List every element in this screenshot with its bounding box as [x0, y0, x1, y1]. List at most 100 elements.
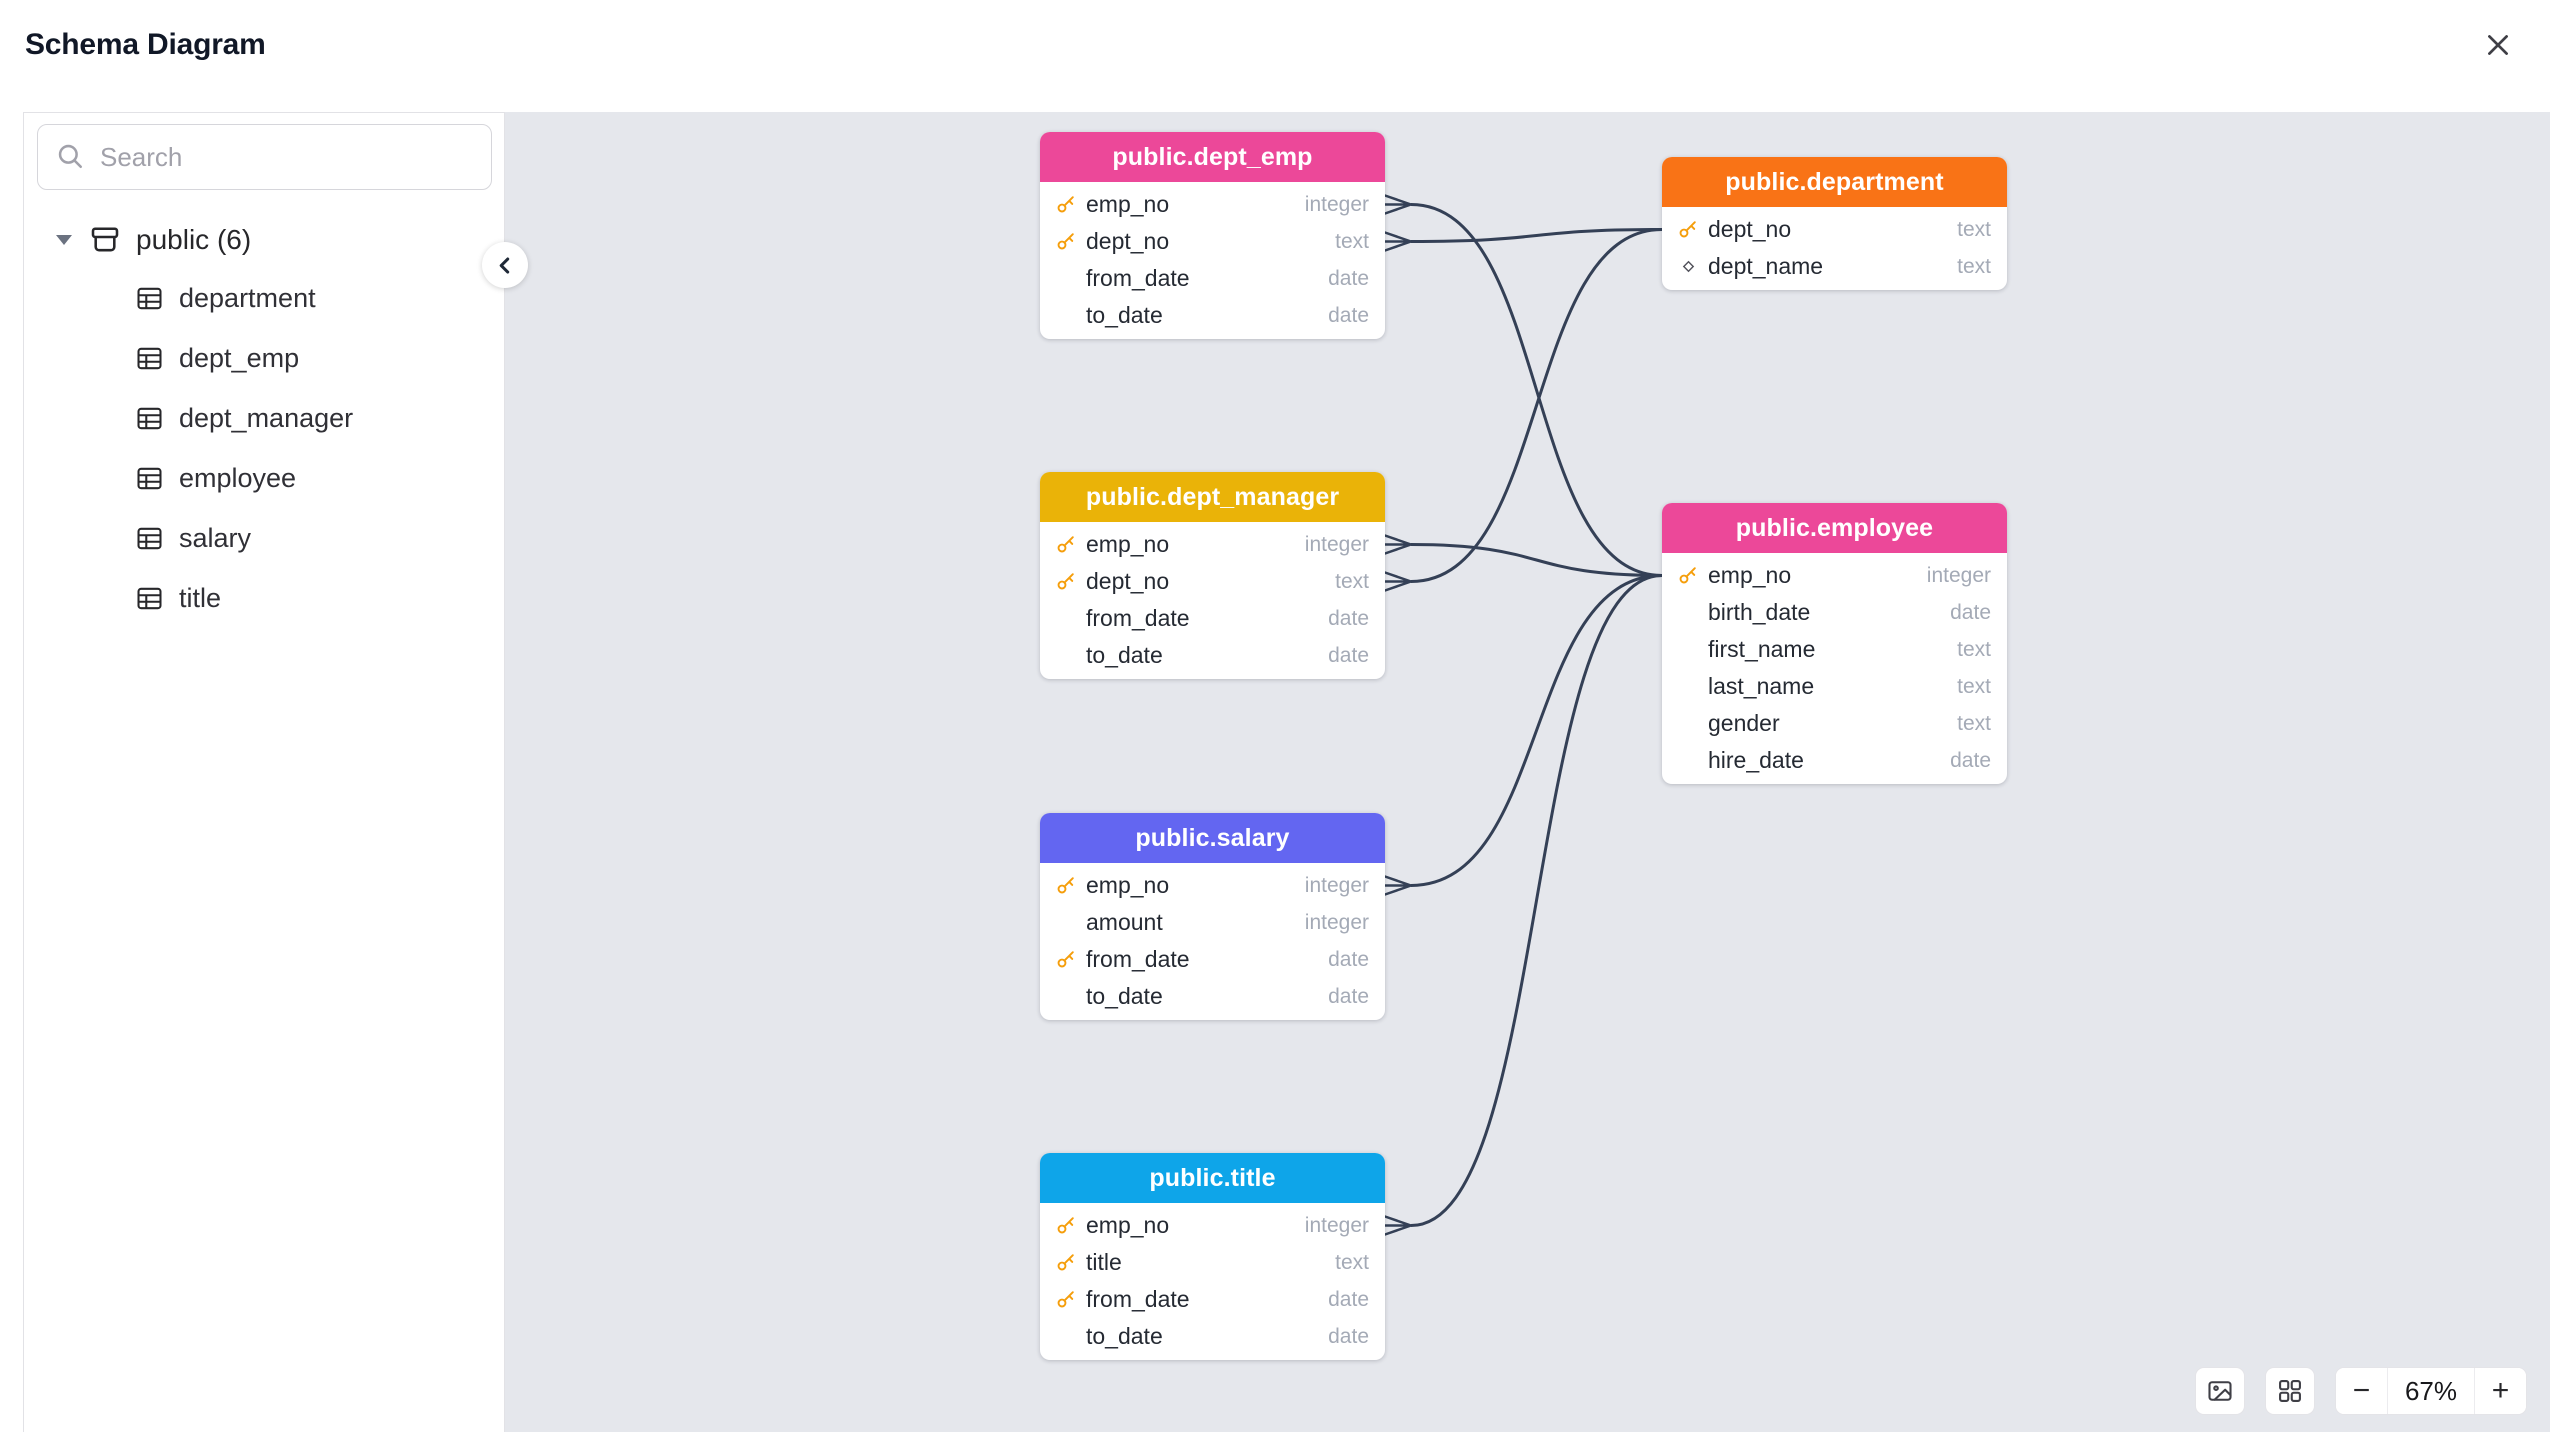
column-row-salary-to_date: to_date date	[1040, 978, 1385, 1015]
column-row-employee-emp_no: emp_no integer	[1662, 557, 2007, 594]
column-type: text	[1957, 637, 1991, 661]
schema-node-public[interactable]: public (6)	[24, 212, 504, 268]
table-node-dept_manager[interactable]: public.dept_manager emp_no integer dept_…	[1040, 472, 1385, 679]
column-row-employee-birth_date: birth_date date	[1662, 594, 2007, 631]
table-node-title: public.dept_emp	[1040, 132, 1385, 182]
table-node-dept_emp[interactable]: public.dept_emp emp_no integer dept_no t…	[1040, 132, 1385, 339]
table-node-title: public.dept_manager	[1040, 472, 1385, 522]
column-type: date	[1328, 947, 1369, 971]
column-name: from_date	[1086, 265, 1190, 291]
column-type: text	[1335, 1250, 1369, 1274]
schema-label: public (6)	[136, 224, 252, 255]
column-name: emp_no	[1086, 1212, 1170, 1238]
sidebar-item-dept_emp[interactable]: dept_emp	[24, 328, 504, 388]
column-name: dept_name	[1708, 253, 1824, 279]
column-row-dept_manager-dept_no: dept_no text	[1040, 563, 1385, 600]
table-icon	[137, 407, 162, 429]
table-node-title: public.salary	[1040, 813, 1385, 863]
column-name: title	[1086, 1249, 1122, 1275]
table-node-department[interactable]: public.department dept_no text dept_name…	[1662, 157, 2007, 290]
column-type: date	[1328, 643, 1369, 667]
column-row-salary-emp_no: emp_no integer	[1040, 867, 1385, 904]
column-type: date	[1328, 1324, 1369, 1348]
column-name: to_date	[1086, 1323, 1163, 1349]
column-name: last_name	[1708, 673, 1815, 699]
table-item-label: department	[179, 282, 316, 313]
table-icon	[137, 467, 162, 489]
column-type: integer	[1304, 873, 1369, 897]
column-name: to_date	[1086, 983, 1163, 1009]
primary-key-icon	[1057, 536, 1074, 553]
zoom-control: − 67% +	[2335, 1367, 2527, 1415]
sidebar-item-salary[interactable]: salary	[24, 508, 504, 568]
column-type: text	[1335, 569, 1369, 593]
column-row-title-title: title text	[1040, 1244, 1385, 1281]
table-icon	[137, 347, 162, 369]
sidebar-item-employee[interactable]: employee	[24, 448, 504, 508]
table-node-title: public.employee	[1662, 503, 2007, 553]
table-node-employee[interactable]: public.employee emp_no integer birth_dat…	[1662, 503, 2007, 784]
sidebar-item-dept_manager[interactable]: dept_manager	[24, 388, 504, 448]
table-icon	[137, 587, 162, 609]
column-name: gender	[1708, 710, 1780, 736]
column-name: birth_date	[1708, 599, 1811, 625]
column-type: date	[1328, 984, 1369, 1008]
table-item-label: salary	[179, 522, 252, 553]
column-type: text	[1957, 711, 1991, 735]
table-item-label: employee	[179, 462, 297, 493]
table-node-title[interactable]: public.title emp_no integer title text f…	[1040, 1153, 1385, 1360]
column-type: date	[1328, 1287, 1369, 1311]
column-type: integer	[1304, 532, 1369, 556]
primary-key-icon	[1057, 233, 1074, 250]
search-icon	[58, 144, 82, 169]
search-input[interactable]	[37, 124, 492, 190]
sidebar-item-department[interactable]: department	[24, 268, 504, 328]
column-type: integer	[1926, 563, 1991, 587]
column-row-dept_manager-to_date: to_date date	[1040, 637, 1385, 674]
column-name: first_name	[1708, 636, 1816, 662]
primary-key-icon	[1679, 221, 1696, 238]
column-name: dept_no	[1086, 568, 1170, 594]
close-button[interactable]	[2476, 23, 2520, 67]
grid-icon	[2279, 1380, 2301, 1402]
diagram-canvas[interactable]: public.dept_emp emp_no integer dept_no t…	[505, 112, 2550, 1432]
column-name: from_date	[1086, 1286, 1190, 1312]
zoom-level: 67%	[2387, 1368, 2475, 1414]
tables-sidebar: public (6) department dept_emp dept_mana…	[23, 112, 505, 1432]
column-name: from_date	[1086, 605, 1190, 631]
column-name: to_date	[1086, 642, 1163, 668]
column-row-department-dept_no: dept_no text	[1662, 211, 2007, 248]
column-name: to_date	[1086, 302, 1163, 328]
column-row-dept_emp-dept_no: dept_no text	[1040, 223, 1385, 260]
primary-key-icon	[1057, 196, 1074, 213]
column-row-title-to_date: to_date date	[1040, 1318, 1385, 1355]
column-type: date	[1950, 600, 1991, 624]
zoom-out-button[interactable]: −	[2336, 1368, 2387, 1414]
column-name: from_date	[1086, 946, 1190, 972]
column-row-department-dept_name: dept_name text	[1662, 248, 2007, 285]
column-row-employee-first_name: first_name text	[1662, 631, 2007, 668]
column-name: emp_no	[1086, 191, 1170, 217]
column-type: integer	[1304, 910, 1369, 934]
unique-icon	[1682, 260, 1694, 273]
column-row-title-emp_no: emp_no integer	[1040, 1207, 1385, 1244]
sidebar-item-title[interactable]: title	[24, 568, 504, 628]
primary-key-icon	[1057, 877, 1074, 894]
table-list: department dept_emp dept_manager employe…	[24, 268, 504, 628]
column-row-dept_manager-from_date: from_date date	[1040, 600, 1385, 637]
export-image-button[interactable]	[2195, 1367, 2245, 1415]
auto-layout-button[interactable]	[2265, 1367, 2315, 1415]
primary-key-icon	[1057, 573, 1074, 590]
column-type: text	[1957, 217, 1991, 241]
image-icon	[2208, 1381, 2232, 1401]
table-icon	[137, 287, 162, 309]
column-type: text	[1957, 674, 1991, 698]
column-row-salary-from_date: from_date date	[1040, 941, 1385, 978]
schema-tree: public (6) department dept_emp dept_mana…	[24, 190, 504, 628]
column-name: dept_no	[1086, 228, 1170, 254]
canvas-controls: − 67% +	[2195, 1367, 2527, 1415]
sidebar-collapse-button[interactable]	[482, 242, 528, 288]
table-node-salary[interactable]: public.salary emp_no integer amount inte…	[1040, 813, 1385, 1020]
zoom-in-button[interactable]: +	[2475, 1368, 2526, 1414]
column-name: dept_no	[1708, 216, 1792, 242]
